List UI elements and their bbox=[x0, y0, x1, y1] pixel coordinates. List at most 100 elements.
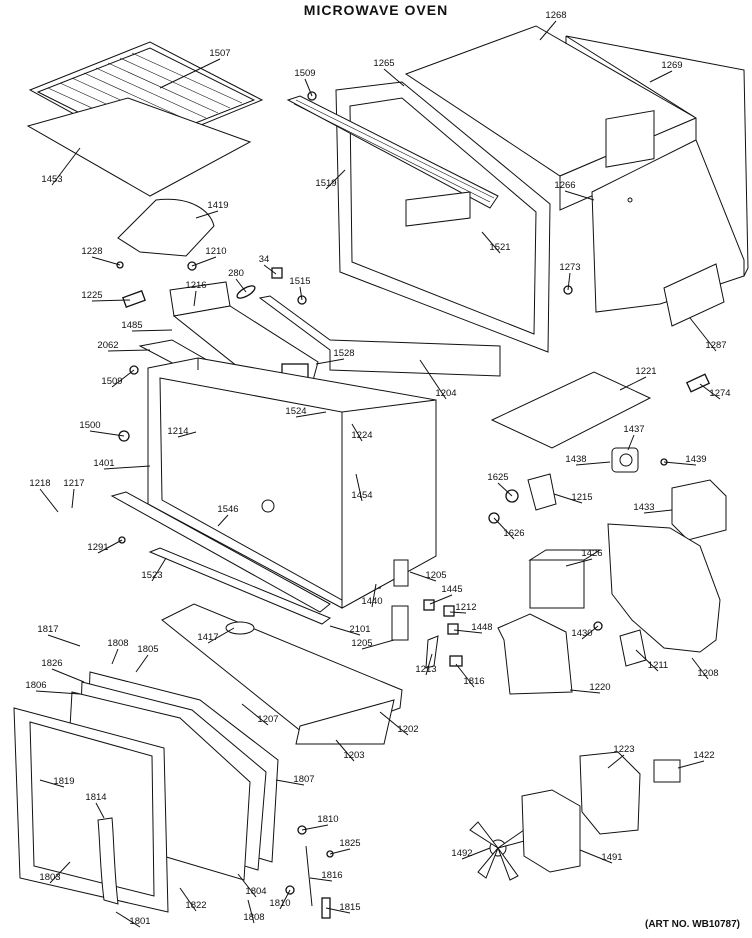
callout-1509: 1509 bbox=[101, 369, 135, 388]
part-number-label: 34 bbox=[259, 254, 270, 265]
part-number-label: 1492 bbox=[451, 848, 472, 859]
callout-1625: 1625 bbox=[487, 472, 513, 497]
callout-1437: 1437 bbox=[623, 424, 645, 451]
part-number-label: 1440 bbox=[361, 596, 382, 607]
leader-line bbox=[111, 648, 119, 665]
callout-1817: 1817 bbox=[37, 624, 81, 647]
leader-line bbox=[677, 760, 705, 769]
leader-line bbox=[263, 264, 277, 275]
part-number-label: 2062 bbox=[97, 340, 118, 351]
callout-1807: 1807 bbox=[275, 774, 315, 786]
callout-1626: 1626 bbox=[493, 517, 525, 540]
part-number-label: 280 bbox=[228, 268, 244, 279]
part-number-label: 1224 bbox=[351, 430, 372, 441]
leader-line bbox=[135, 654, 149, 673]
leader-line bbox=[329, 625, 361, 636]
part-number-label: 1220 bbox=[589, 682, 610, 693]
part-number-label: 1437 bbox=[623, 424, 644, 435]
leader-line bbox=[379, 711, 409, 736]
leader-line bbox=[207, 627, 235, 644]
callout-1205: 1205 bbox=[409, 570, 447, 582]
part-number-label: 1814 bbox=[85, 792, 106, 803]
callout-1204: 1204 bbox=[419, 359, 457, 400]
leader-line bbox=[304, 78, 313, 97]
callout-1825: 1825 bbox=[329, 838, 361, 855]
callout-1507: 1507 bbox=[159, 48, 231, 89]
leader-line bbox=[627, 434, 635, 451]
part-number-label: 1223 bbox=[613, 744, 634, 755]
part-number-label: 1826 bbox=[41, 658, 62, 669]
part-number-label: 1485 bbox=[121, 320, 142, 331]
leader-line bbox=[481, 231, 501, 254]
callout-1826: 1826 bbox=[41, 658, 85, 683]
part-number-label: 1625 bbox=[487, 472, 508, 483]
leader-line bbox=[151, 557, 167, 582]
callout-1212: 1212 bbox=[449, 602, 477, 614]
magnetron bbox=[528, 549, 602, 609]
fan-shroud bbox=[521, 789, 581, 873]
art-number: (ART NO. WB10787) bbox=[644, 919, 740, 930]
callout-1519: 1519 bbox=[315, 169, 346, 190]
part-number-label: 1439 bbox=[685, 454, 706, 465]
part-number-label: 1265 bbox=[373, 58, 394, 69]
leader-line bbox=[315, 358, 345, 365]
callout-1417: 1417 bbox=[197, 627, 235, 644]
part-number-label: 1524 bbox=[285, 406, 306, 417]
leader-line bbox=[325, 169, 346, 190]
leader-line bbox=[461, 847, 491, 860]
part-number-label: 1528 bbox=[333, 348, 354, 359]
oven-cavity bbox=[147, 357, 437, 609]
control-housing bbox=[607, 523, 721, 653]
leader-line bbox=[581, 625, 599, 640]
door-assembly bbox=[13, 671, 279, 913]
leader-line bbox=[493, 517, 515, 540]
callout-1215: 1215 bbox=[553, 492, 593, 504]
part-number-label: 1454 bbox=[351, 490, 372, 501]
callout-1218: 1218 bbox=[29, 478, 59, 513]
hinge-rod bbox=[305, 845, 313, 907]
part-number-label: 1430 bbox=[571, 628, 592, 639]
leader-line bbox=[195, 210, 219, 219]
callout-1485: 1485 bbox=[121, 320, 173, 332]
callout-1213: 1213 bbox=[415, 653, 437, 676]
callout-1439: 1439 bbox=[663, 454, 707, 466]
leader-line bbox=[241, 703, 269, 726]
oven-rack bbox=[28, 41, 264, 151]
leader-line bbox=[111, 369, 135, 388]
leader-line bbox=[607, 754, 625, 769]
callout-1208: 1208 bbox=[691, 657, 719, 680]
part-number-label: 1806 bbox=[25, 680, 46, 691]
callout-1224: 1224 bbox=[351, 423, 373, 442]
callout-2062: 2062 bbox=[97, 340, 151, 352]
leader-line bbox=[39, 779, 65, 788]
callout-1805: 1805 bbox=[135, 644, 159, 673]
leader-line bbox=[453, 629, 483, 634]
part-number-label: 1205 bbox=[425, 570, 446, 581]
leader-line bbox=[335, 739, 355, 762]
leader-line bbox=[179, 887, 197, 912]
callout-1426: 1426 bbox=[565, 548, 603, 567]
part-number-label: 1225 bbox=[81, 290, 102, 301]
callout-1422: 1422 bbox=[677, 750, 715, 769]
callout-1419: 1419 bbox=[195, 200, 229, 219]
part-number-label: 1523 bbox=[141, 570, 162, 581]
part-number-label: 1546 bbox=[217, 504, 238, 515]
leader-line bbox=[299, 286, 303, 301]
callout-1225: 1225 bbox=[81, 290, 131, 302]
callout-1217: 1217 bbox=[63, 478, 85, 509]
part-number-label: 1203 bbox=[343, 750, 364, 761]
callout-1205: 1205 bbox=[351, 638, 395, 650]
callout-1433: 1433 bbox=[633, 502, 673, 514]
callout-1216: 1216 bbox=[185, 280, 207, 307]
leader-line bbox=[355, 473, 363, 502]
front-frame bbox=[286, 81, 551, 353]
part-number-label: 1515 bbox=[289, 276, 310, 287]
callout-2101: 2101 bbox=[329, 624, 371, 636]
part-number-label: 1426 bbox=[581, 548, 602, 559]
leader-line bbox=[91, 299, 131, 302]
leader-line bbox=[383, 68, 405, 87]
callout-1524: 1524 bbox=[285, 406, 327, 418]
leader-line bbox=[71, 488, 75, 509]
part-number-label: 1453 bbox=[41, 174, 62, 185]
callout-1210: 1210 bbox=[191, 246, 227, 267]
